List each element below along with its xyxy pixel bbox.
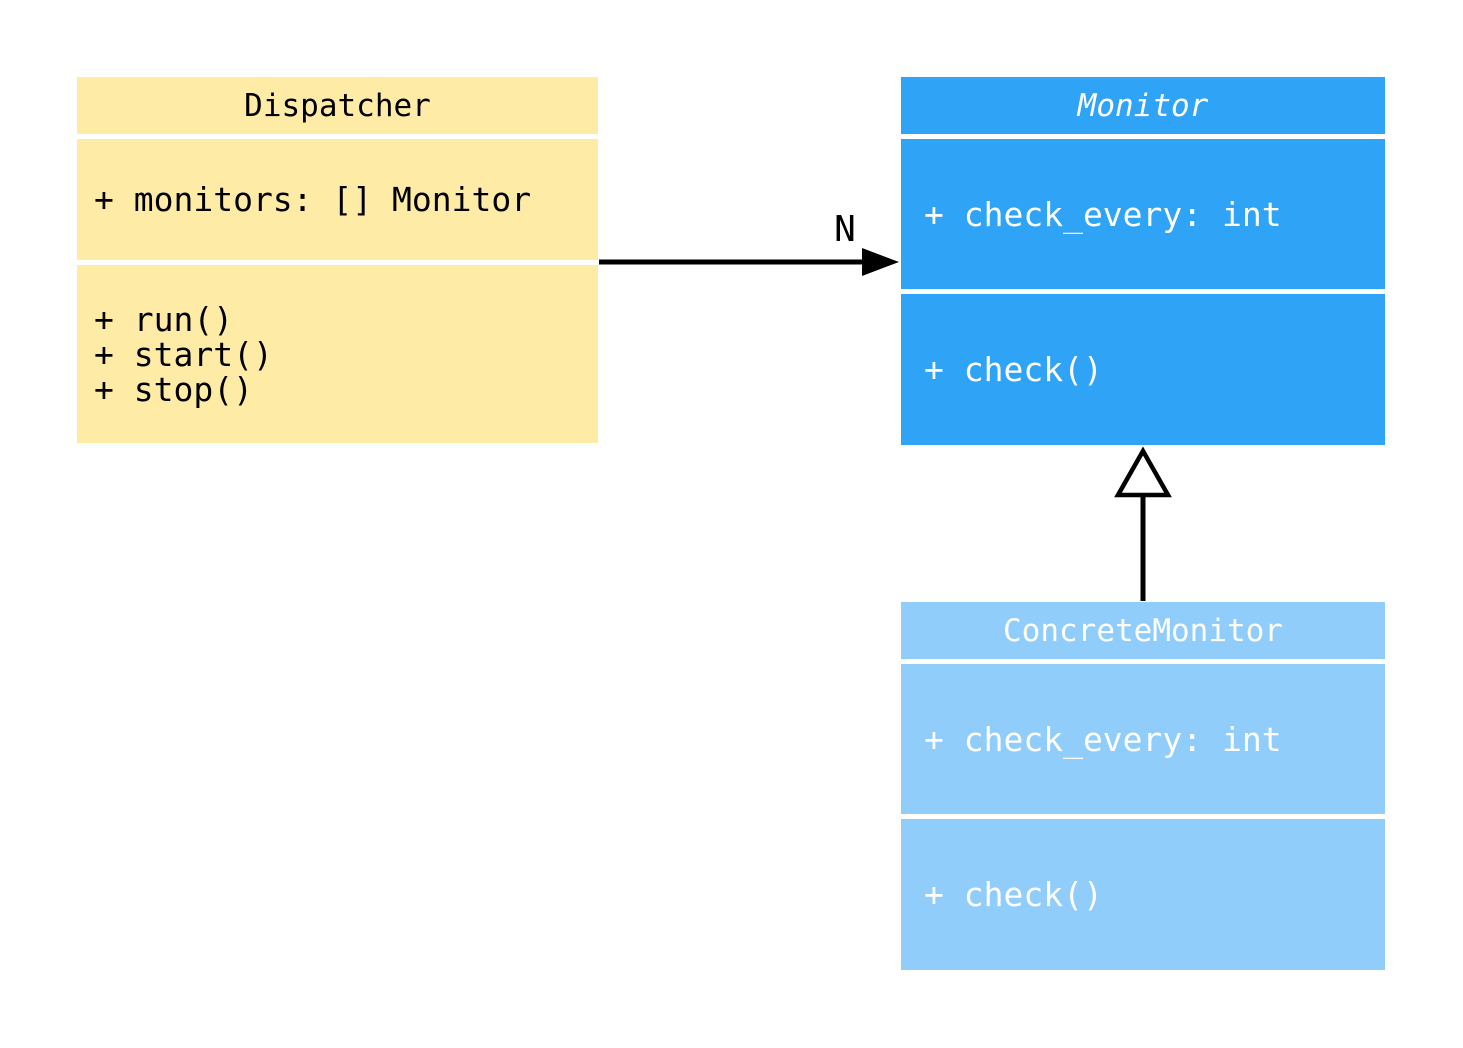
method-line: + stop() [94, 369, 253, 409]
attribute-line: + monitors: [] Monitor [94, 180, 532, 219]
class-methods-dispatcher: + run() + start() + stop() [77, 265, 598, 443]
association-multiplicity-label: N [834, 209, 856, 250]
class-box-monitor: Monitor + check_every: int + check() [901, 77, 1385, 445]
inheritance-concretemonitor-to-monitor [1114, 446, 1172, 601]
inheritance-hollow-triangle-icon [1114, 446, 1172, 498]
method-line: + run() [94, 299, 234, 339]
attribute-line: + check_every: int [924, 194, 1282, 234]
class-title-dispatcher: Dispatcher [77, 77, 598, 134]
class-attributes-dispatcher: + monitors: [] Monitor [77, 139, 598, 260]
association-arrowhead-icon [862, 248, 899, 276]
class-box-concretemonitor: ConcreteMonitor + check_every: int + che… [901, 602, 1385, 970]
class-title-concretemonitor: ConcreteMonitor [901, 602, 1385, 659]
class-attributes-concretemonitor: + check_every: int [901, 664, 1385, 814]
class-box-dispatcher: Dispatcher + monitors: [] Monitor + run(… [77, 77, 598, 443]
method-line: + start() [94, 334, 273, 374]
class-methods-monitor: + check() [901, 294, 1385, 445]
class-attributes-monitor: + check_every: int [901, 139, 1385, 289]
class-title-monitor: Monitor [901, 77, 1385, 134]
attribute-line: + check_every: int [924, 719, 1282, 759]
class-methods-concretemonitor: + check() [901, 819, 1385, 970]
method-line: + check() [924, 350, 1103, 389]
association-dispatcher-to-monitor: N [599, 209, 899, 276]
method-line: + check() [924, 875, 1103, 914]
